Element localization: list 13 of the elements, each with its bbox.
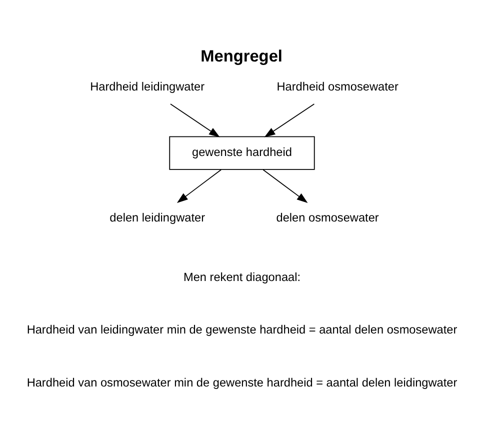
node-text: Hardheid osmosewater [276, 79, 398, 94]
node-box: gewenste hardheid [169, 136, 315, 170]
label: Hardheid van leidingwater min de gewenste hardheid = aantal delen osmosewater [26, 322, 458, 336]
node-text: delen leidingwater [110, 210, 206, 224]
label: Men rekent diagonaal: [183, 269, 301, 284]
arrow [170, 103, 220, 137]
arrow [176, 168, 222, 202]
label: Hardheid van osmosewater min de gewenste hardheid = aantal delen leidingwater [26, 374, 458, 389]
node-text: delen osmosewater [276, 210, 379, 224]
arrow [262, 168, 308, 202]
arrow [264, 103, 315, 137]
node-text: Hardheid leidingwater [90, 79, 205, 94]
diagram-title: Mengregel [200, 46, 282, 65]
